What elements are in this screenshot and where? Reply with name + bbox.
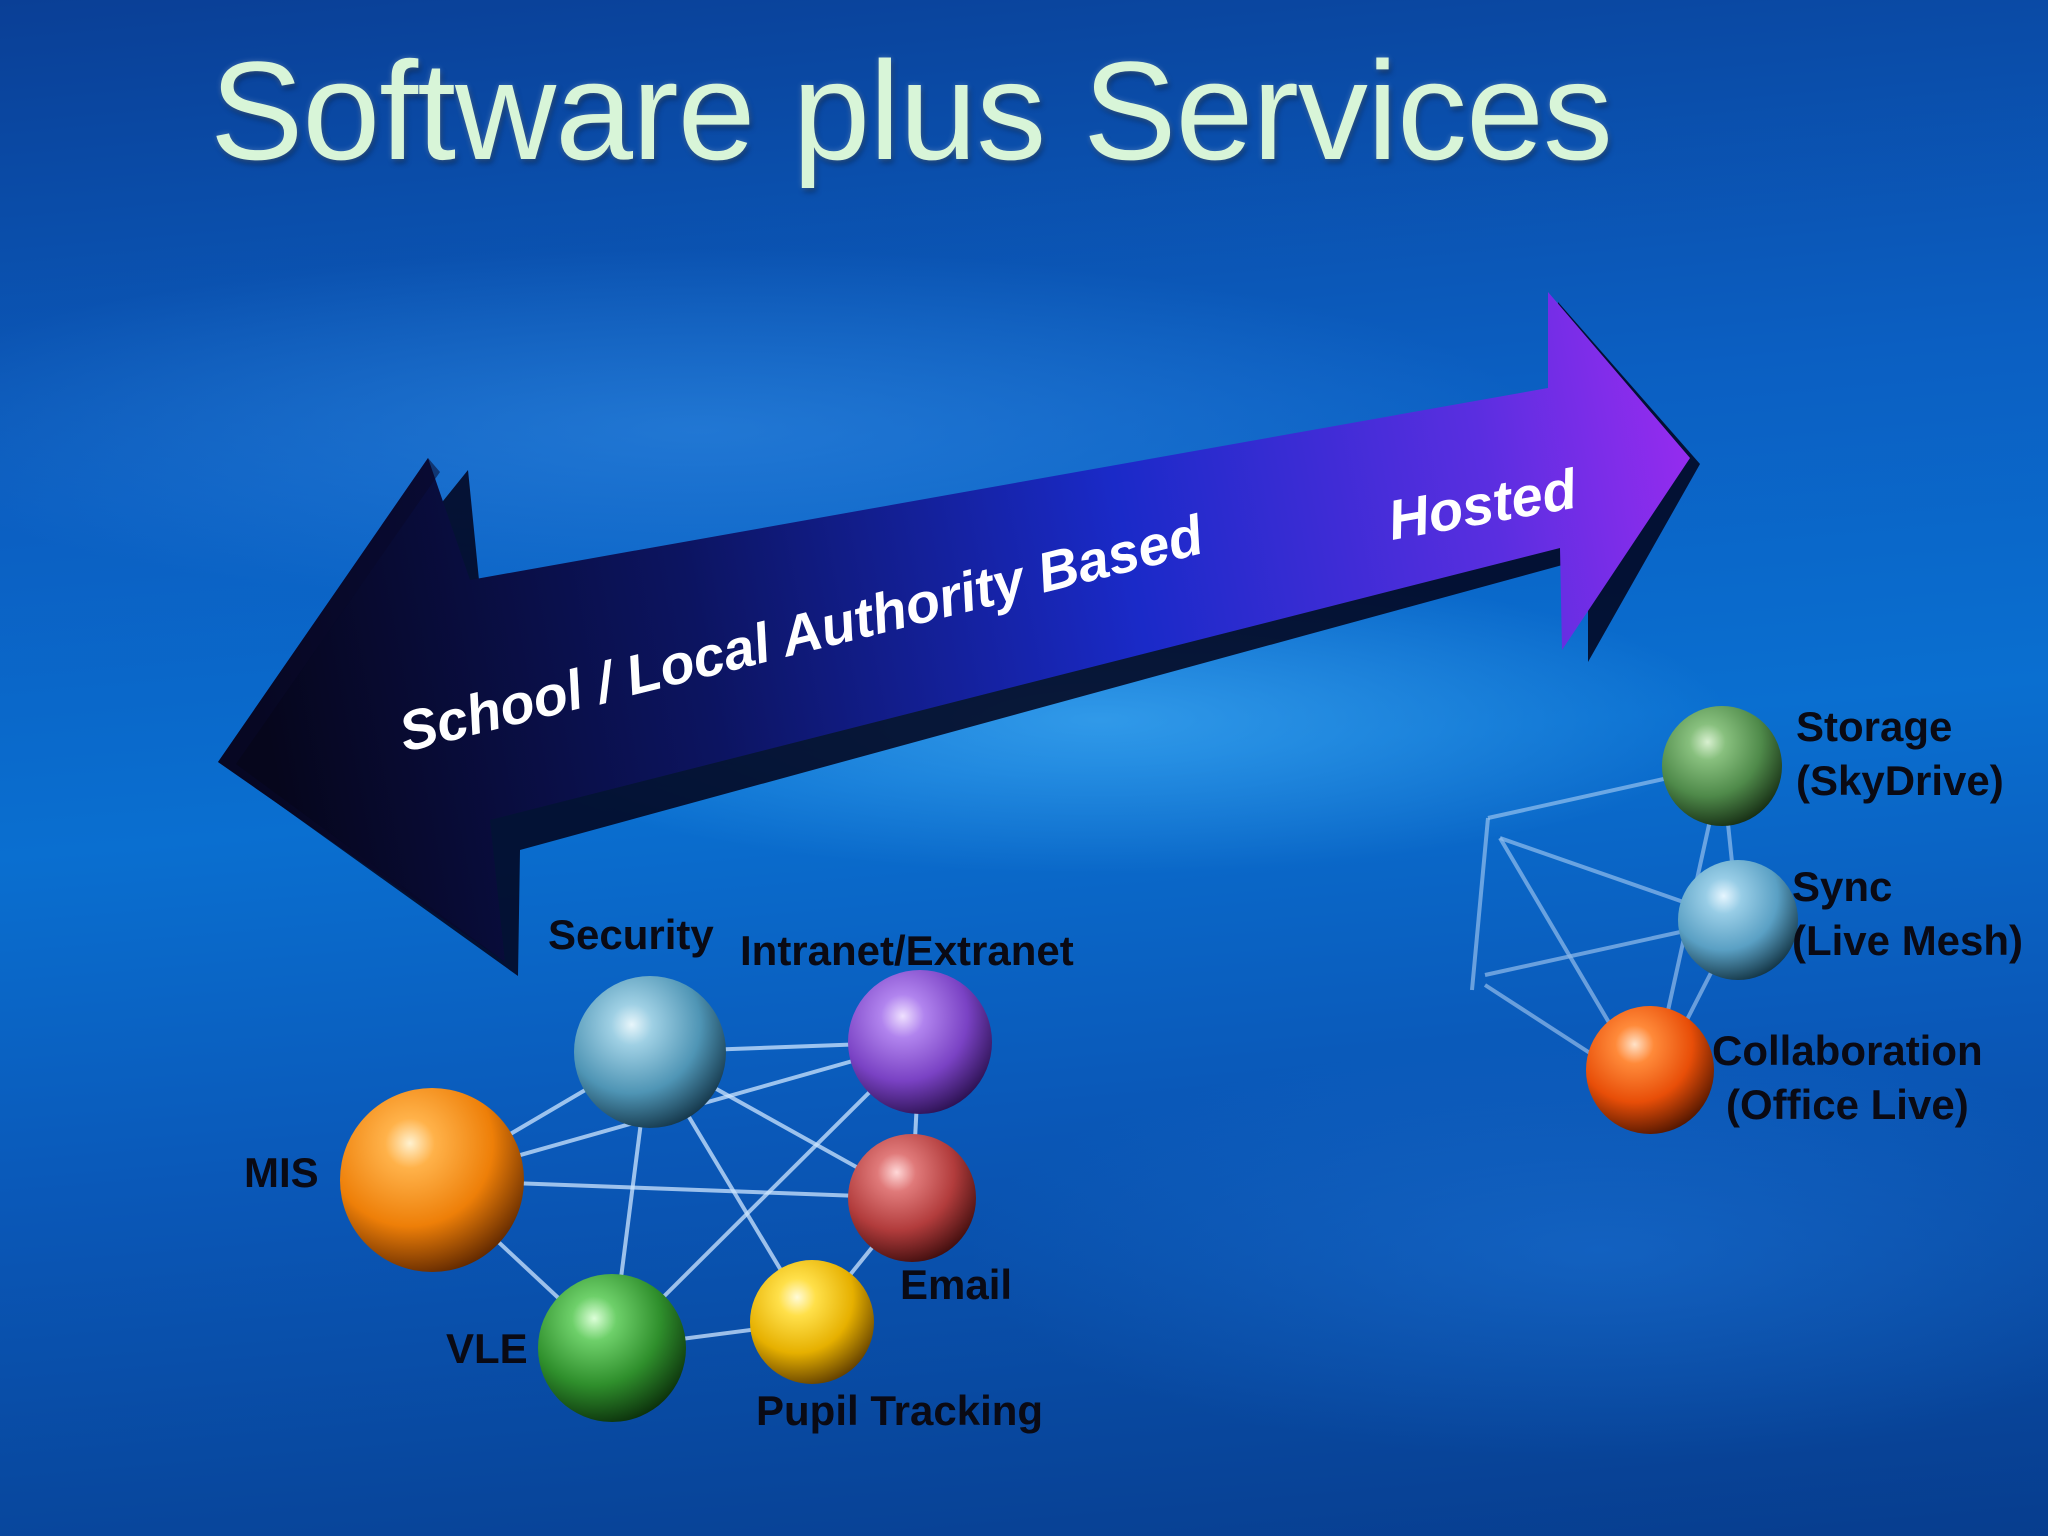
email-sphere <box>848 1134 976 1262</box>
security-sphere <box>574 976 726 1128</box>
email-label: Email <box>900 1261 1013 1308</box>
arrow-bevel <box>218 458 505 962</box>
security-label: Security <box>548 911 714 958</box>
intranet-label: Intranet/Extranet <box>740 927 1074 974</box>
pupil-tracking-label: Pupil Tracking <box>756 1387 1044 1434</box>
arrow-body <box>218 292 1690 962</box>
sync-label: Sync (Live Mesh) <box>1792 863 2024 964</box>
mis-sphere <box>340 1088 524 1272</box>
intranet-sphere <box>848 970 992 1114</box>
slide-title: Software plus Services <box>210 32 1613 189</box>
hosted-nodes <box>1586 706 1798 1134</box>
mis-label: MIS <box>244 1149 319 1196</box>
vle-label: VLE <box>446 1325 528 1372</box>
collaboration-sphere <box>1586 1006 1714 1134</box>
pupil-tracking-sphere <box>750 1260 874 1384</box>
link-h2 <box>1470 817 1490 991</box>
storage-label: Storage (SkyDrive) <box>1796 703 2004 804</box>
collaboration-label: Collaboration (Office Live) <box>1712 1027 1983 1128</box>
local-nodes <box>340 970 992 1422</box>
vle-sphere <box>538 1274 686 1422</box>
double-arrow: School / Local Authority Based Hosted <box>218 292 1700 976</box>
storage-sphere <box>1662 706 1782 826</box>
sync-sphere <box>1678 860 1798 980</box>
